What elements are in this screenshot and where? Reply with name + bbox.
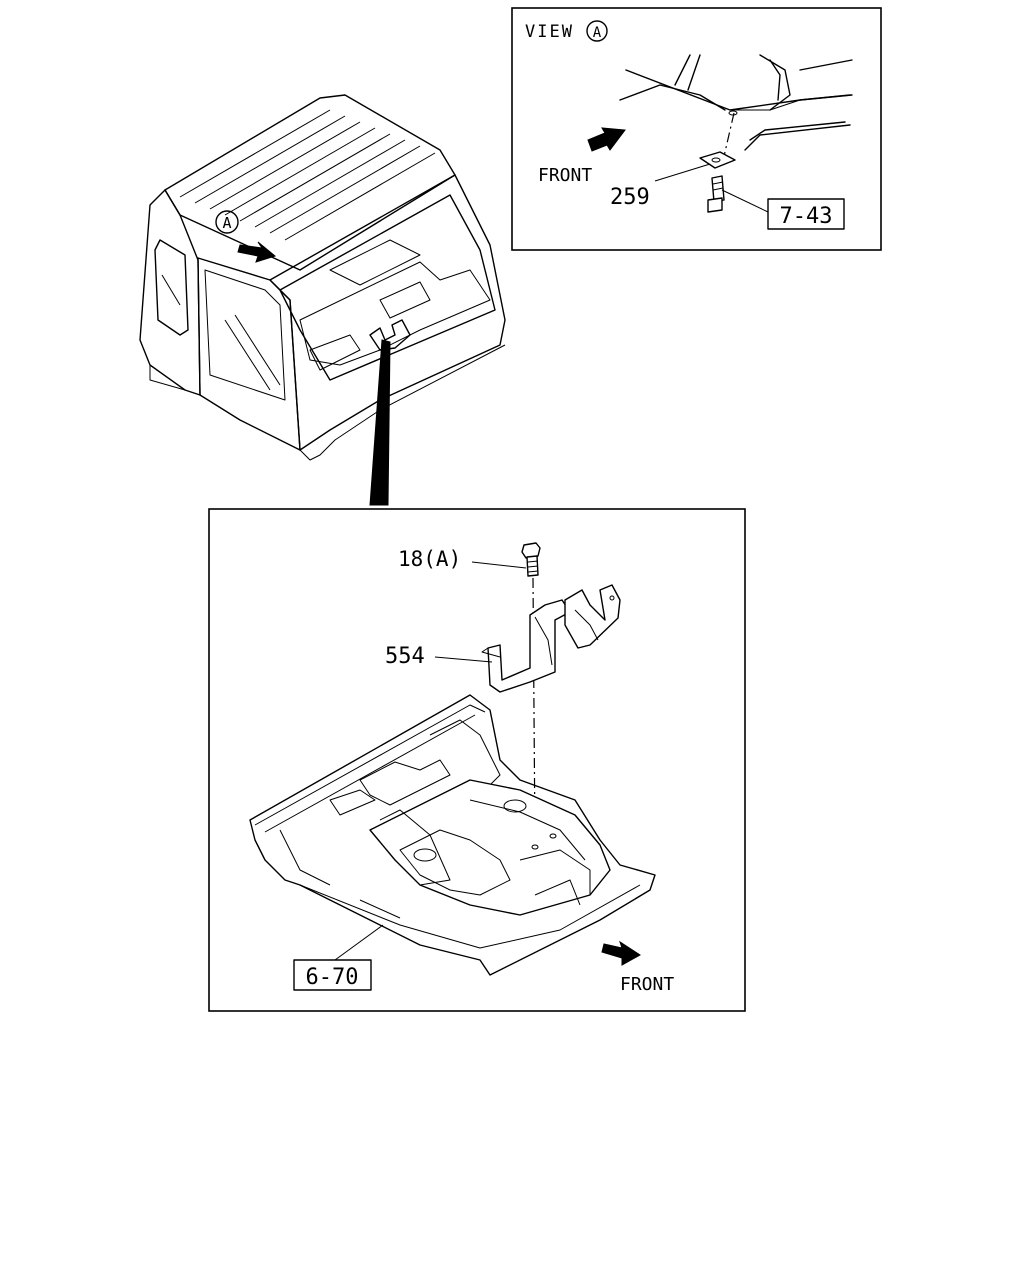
view-a-ref-label: 7-43 <box>780 204 833 229</box>
detail-panel: 18(A) 554 <box>208 508 746 1012</box>
cab-view-a-circle <box>215 210 239 234</box>
cab-view-a-letter: A <box>222 214 231 232</box>
detail-bracket-label: 554 <box>385 644 425 669</box>
view-a-circle-letter: A <box>593 25 602 41</box>
view-a-front-arrow-icon <box>587 127 626 152</box>
detail-ref-label: 6-70 <box>306 965 359 990</box>
detail-leader-pointer <box>369 339 391 506</box>
view-a-part-259-label: 259 <box>610 185 650 210</box>
detail-front-label: FRONT <box>620 974 674 995</box>
detail-ref-box <box>293 959 372 991</box>
bolt-18a <box>521 542 541 577</box>
part-259-clip <box>699 151 736 169</box>
detail-front-arrow-icon <box>601 940 641 966</box>
bracket-554 <box>481 584 621 693</box>
cab-illustration: A <box>139 94 506 461</box>
floor-panel <box>249 694 656 976</box>
view-a-front-label: FRONT <box>538 165 592 186</box>
view-a-title: VIEW <box>525 22 574 42</box>
cab-direction-arrow-icon <box>237 241 277 263</box>
detail-bolt-label: 18(A) <box>398 547 461 571</box>
view-a-circle <box>586 20 608 42</box>
view-a-ref-box <box>767 198 845 230</box>
view-a-panel: VIEW A FRONT 259 7-43 <box>511 7 882 251</box>
detail-frame <box>208 508 746 1012</box>
